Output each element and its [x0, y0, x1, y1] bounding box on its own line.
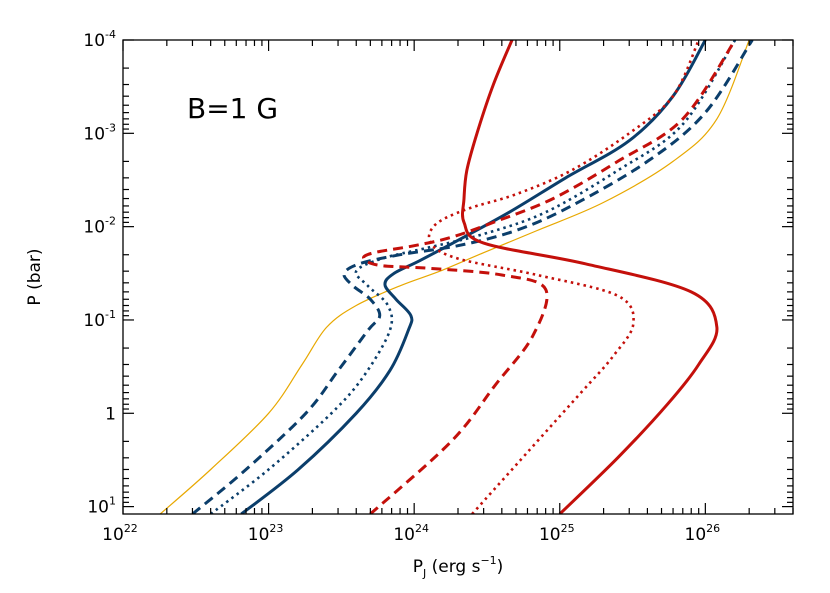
- x-tick-label-base: 10: [539, 525, 561, 545]
- series-line-0: [159, 40, 750, 514]
- y-tick-label: 10-4: [83, 28, 116, 51]
- x-tick-label: 1026: [685, 522, 721, 545]
- x-tick-label-base: 10: [248, 525, 270, 545]
- field-annotation: B=1 G: [187, 92, 278, 125]
- y-tick-label-base: 10: [83, 31, 105, 51]
- series-layer: [159, 40, 754, 514]
- x-tick-label-exp: 22: [124, 522, 138, 535]
- x-tick-label: 1025: [539, 522, 575, 545]
- y-axis-title: P (bar): [25, 248, 45, 305]
- x-axis-title-sub: J: [422, 567, 426, 580]
- x-tick-label-exp: 23: [269, 522, 283, 535]
- x-axis-title: PJ (erg s−1): [413, 554, 504, 580]
- x-axis-title-sup: −1: [480, 554, 496, 567]
- x-tick-label-exp: 25: [561, 522, 575, 535]
- y-tick-label: 101: [87, 495, 116, 518]
- x-tick-label-base: 10: [685, 525, 707, 545]
- y-tick-label-base: 10: [83, 218, 105, 238]
- x-tick-label-exp: 24: [415, 522, 429, 535]
- y-tick-label-exp: -4: [105, 28, 116, 41]
- x-tick-label-base: 10: [393, 525, 415, 545]
- series-line-5: [427, 40, 700, 514]
- x-tick-label: 1023: [248, 522, 284, 545]
- y-tick-label: 10-1: [83, 308, 116, 331]
- x-tick-label-exp: 26: [706, 522, 720, 535]
- series-line-3: [240, 40, 707, 514]
- y-tick-label-exp: -1: [105, 308, 116, 321]
- series-line-2: [209, 40, 737, 514]
- y-tick-label-base: 1: [105, 404, 116, 424]
- x-axis-title-end: ): [497, 557, 504, 577]
- x-axis-title-rest: (erg s: [426, 557, 480, 577]
- x-tick-label-base: 10: [102, 525, 124, 545]
- series-line-1: [191, 40, 754, 514]
- x-tick-label: 1022: [102, 522, 138, 545]
- x-axis-title-base: P: [413, 557, 423, 577]
- y-tick-label: 10-3: [83, 121, 116, 144]
- y-tick-label-exp: -2: [105, 215, 116, 228]
- y-tick-label-base: 10: [83, 311, 105, 331]
- y-tick-label: 10-2: [83, 215, 116, 238]
- series-line-6: [460, 40, 719, 514]
- x-tick-label: 1024: [393, 522, 429, 545]
- y-tick-label-base: 10: [87, 498, 109, 518]
- y-tick-label-base: 10: [83, 124, 105, 144]
- y-tick-label-exp: -3: [105, 121, 116, 134]
- y-tick-label: 1: [105, 404, 116, 424]
- series-line-4: [362, 40, 737, 514]
- y-tick-label-exp: 1: [109, 495, 116, 508]
